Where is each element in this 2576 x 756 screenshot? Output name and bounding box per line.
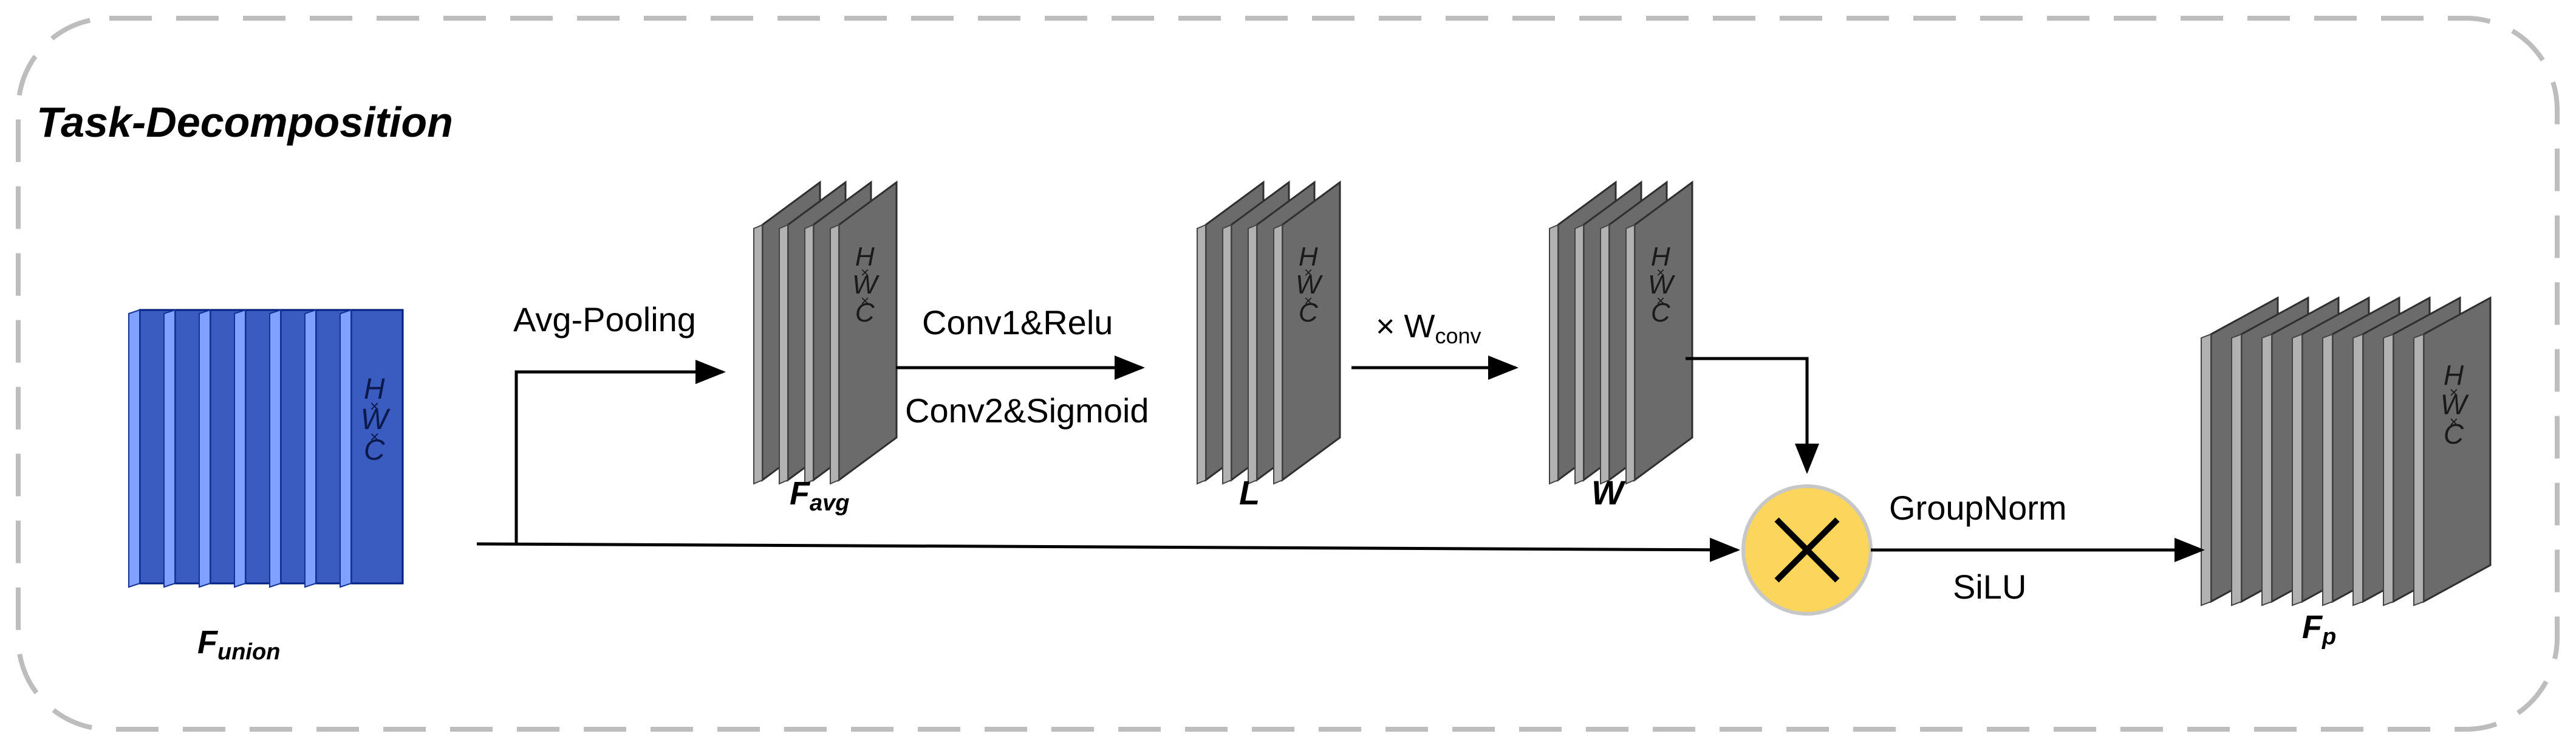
dim-w-label: W bbox=[1648, 270, 1675, 300]
dim-w-label: W bbox=[2441, 389, 2470, 421]
dim-c-label: C bbox=[1299, 298, 1319, 328]
feature-stack-avg: H×W×C bbox=[753, 180, 898, 485]
multiply-node bbox=[1741, 484, 1873, 616]
edge-label-groupnorm: GroupNorm bbox=[1889, 489, 2067, 527]
edge-union-to-avg bbox=[514, 360, 726, 544]
feature-slice bbox=[830, 180, 898, 485]
module-border bbox=[16, 16, 2560, 732]
dim-c-label: C bbox=[2444, 418, 2464, 450]
feature-slice bbox=[340, 309, 404, 588]
feature-stack-w: H×W×C bbox=[1549, 180, 1693, 485]
dim-times-label: × bbox=[370, 428, 379, 446]
feature-slice bbox=[1273, 180, 1341, 485]
stack-label-l: L bbox=[1239, 473, 1260, 512]
dim-times-label: × bbox=[1656, 265, 1665, 281]
edge-label-avg-pooling: Avg-Pooling bbox=[513, 300, 696, 338]
stack-label-avg: Favg bbox=[790, 475, 849, 516]
dim-times-label: × bbox=[1304, 265, 1313, 281]
dim-c-label: C bbox=[364, 435, 385, 467]
edge-union-to-multiply bbox=[476, 537, 1740, 562]
dim-h-label: H bbox=[1651, 242, 1670, 272]
edge-label-conv1-relu: Conv1&Relu bbox=[922, 303, 1113, 342]
dim-times-label: × bbox=[1304, 293, 1313, 309]
edge-label-wconv: × Wconv bbox=[1376, 308, 1481, 348]
dim-c-label: C bbox=[855, 298, 875, 328]
dim-times-label: × bbox=[861, 293, 869, 309]
dim-h-label: H bbox=[1299, 242, 1318, 272]
dim-w-label: W bbox=[361, 404, 391, 436]
dim-h-label: H bbox=[2444, 359, 2464, 391]
dim-times-label: × bbox=[2449, 413, 2458, 430]
stack-label-union: Funion bbox=[197, 624, 280, 665]
edge-label-conv2-sigmoid: Conv2&Sigmoid bbox=[905, 391, 1149, 430]
dim-times-label: × bbox=[1656, 293, 1665, 309]
dim-times-label: × bbox=[2449, 384, 2458, 401]
feature-slice bbox=[2413, 296, 2492, 607]
stack-label-w: W bbox=[1591, 473, 1626, 512]
stack-label-p: Fp bbox=[2302, 609, 2336, 650]
edge-w-to-multiply bbox=[1686, 357, 1819, 474]
dim-h-label: H bbox=[855, 242, 875, 272]
feature-slice bbox=[1625, 180, 1693, 485]
dim-w-label: W bbox=[1296, 270, 1323, 300]
dim-h-label: H bbox=[364, 373, 385, 405]
feature-stack-p: H×W×C bbox=[2201, 296, 2492, 607]
feature-stack-union: H×W×C bbox=[128, 309, 404, 588]
module-title: Task-Decomposition bbox=[36, 98, 453, 146]
dim-times-label: × bbox=[861, 265, 869, 281]
edge-label-silu: SiLU bbox=[1953, 568, 2026, 606]
feature-stack-l: H×W×C bbox=[1197, 180, 1341, 485]
dim-w-label: W bbox=[852, 270, 880, 300]
dim-times-label: × bbox=[370, 397, 379, 415]
dim-c-label: C bbox=[1651, 298, 1671, 328]
